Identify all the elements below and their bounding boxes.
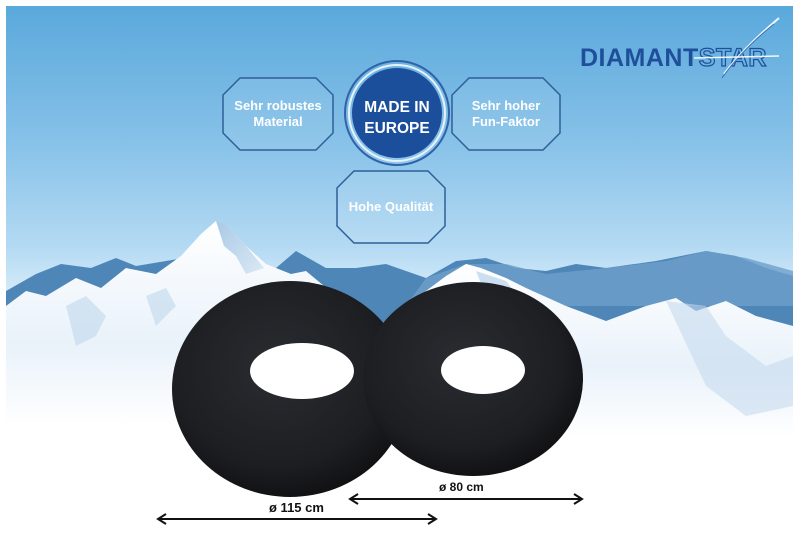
brand-logo: DIAMANTSTAR xyxy=(574,16,793,86)
feature-fun-factor: Sehr hoher Fun-Faktor xyxy=(451,77,561,151)
brand-name-part1: DIAMANT xyxy=(580,44,699,72)
feature-high-quality: Hohe Qualität xyxy=(336,170,446,244)
diameter-label-large: ø 115 cm xyxy=(269,500,324,515)
dimension-arrow-small xyxy=(348,493,584,505)
feature-text-line1: Hohe Qualität xyxy=(348,199,434,214)
small-tube-image xyxy=(363,282,583,476)
octagon-frame xyxy=(451,77,561,151)
star-swoosh-icon xyxy=(693,17,780,79)
badge-text-line2: EUROPE xyxy=(364,120,430,137)
made-in-europe-badge: MADE IN EUROPE xyxy=(343,59,451,167)
feature-text-line1: Sehr robustes xyxy=(234,98,322,113)
feature-text-line1: Sehr hoher xyxy=(471,98,541,113)
diameter-label-small: ø 80 cm xyxy=(439,480,484,494)
badge-text-line1: MADE IN xyxy=(364,99,430,116)
feature-text-line2: Fun-Faktor xyxy=(472,114,540,129)
octagon-frame xyxy=(222,77,334,151)
mountain-scene xyxy=(6,221,793,525)
octagon-frame xyxy=(336,170,446,244)
feature-robust-material: Sehr robustes Material xyxy=(222,77,334,151)
banner-panel: DIAMANTSTAR Sehr robustes Material MADE … xyxy=(6,6,793,543)
feature-text-line2: Material xyxy=(253,114,303,129)
badge-circle xyxy=(344,60,450,166)
dimension-arrow-large xyxy=(156,513,438,525)
large-tube-image xyxy=(172,281,408,497)
